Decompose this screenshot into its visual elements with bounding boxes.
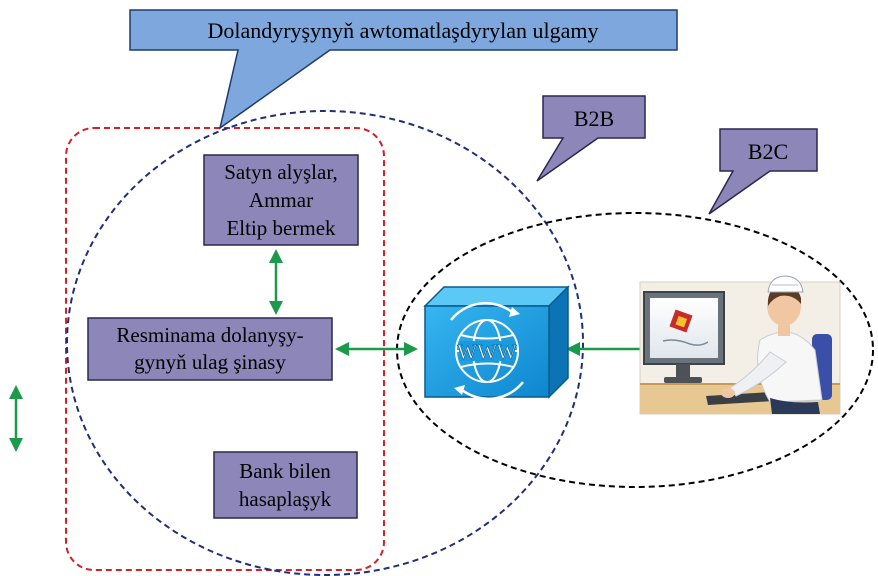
arrow-purchasing-document	[269, 249, 283, 315]
header-callout: Dolandyryşynyň awtomatlaşdyrylan ulgamy	[129, 9, 678, 130]
arrow-user-to-www	[566, 342, 640, 356]
bank-box-line-1: Bank bilen	[239, 459, 331, 483]
b2b-callout: B2B	[536, 95, 646, 182]
person-at-computer-icon	[639, 275, 841, 415]
b2c-callout-label: B2C	[748, 139, 788, 164]
b2c-region-boundary	[396, 212, 874, 488]
purchasing-box-line-2: Ammar	[249, 188, 313, 212]
document-gateway-box-line-1: Resminama dolanyşy-	[116, 323, 303, 347]
red-region-boundary	[65, 127, 385, 571]
document-gateway-box: Resminama dolanyşy- gynyň ulag şinasy	[87, 317, 333, 381]
purchasing-box-line-3: Eltip bermek	[226, 216, 336, 240]
purchasing-box-line-1: Satyn alyşlar,	[224, 160, 337, 184]
b2b-callout-label: B2B	[574, 106, 614, 131]
double-arrow-icon	[9, 385, 23, 452]
b2b-region-boundary	[66, 110, 584, 576]
purchasing-box: Satyn alyşlar, Ammar Eltip bermek	[203, 154, 359, 246]
document-gateway-box-line-2: gynyň ulag şinasy	[134, 350, 286, 374]
arrow-document-www	[335, 342, 418, 356]
bank-box-line-2: hasaplaşyk	[239, 487, 332, 511]
header-callout-label: Dolandyryşynyň awtomatlaşdyrylan ulgamy	[207, 18, 598, 43]
b2c-callout: B2C	[708, 128, 818, 215]
bank-box: Bank bilen hasaplaşyk	[213, 451, 358, 519]
www-globe-icon: WWW	[423, 285, 570, 401]
www-label: WWW	[457, 340, 517, 364]
